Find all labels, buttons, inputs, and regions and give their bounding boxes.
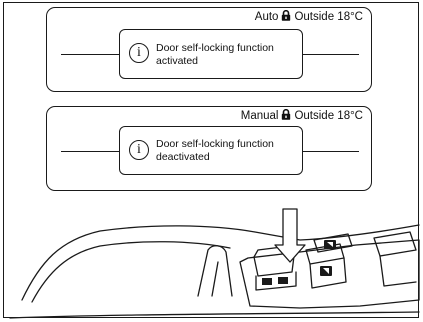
- handle-recess: [197, 245, 233, 297]
- info-icon: i: [129, 140, 149, 160]
- status-line: Auto Outside 18°C: [254, 9, 363, 24]
- central-lock-switch-icon: [262, 278, 272, 285]
- instrument-display-auto: Auto Outside 18°C i Door self-locking fu…: [46, 7, 372, 92]
- window-switch-rear: [373, 231, 417, 257]
- message-line-2: activated: [156, 54, 199, 67]
- message-box: i Door self-locking function deactivated: [119, 126, 303, 175]
- message-text: Door self-locking function activated: [156, 42, 296, 67]
- window-switch-front-left-face: [309, 257, 347, 289]
- padlock-icon: [281, 108, 291, 123]
- central-lock-switch-icon: [278, 277, 288, 284]
- display-divider-left: [61, 151, 119, 153]
- info-icon: i: [129, 43, 149, 63]
- outside-temperature: Outside 18°C: [294, 110, 363, 122]
- status-line: Manual Outside 18°C: [240, 108, 363, 123]
- switch-panel: [239, 239, 420, 309]
- armrest-outline: [21, 224, 420, 301]
- handle-inner: [211, 261, 219, 297]
- message-line-2: deactivated: [156, 150, 210, 163]
- mode-label: Manual: [240, 110, 279, 122]
- message-line-1: Door self-locking function: [156, 138, 274, 150]
- display-divider-left: [61, 54, 119, 56]
- padlock-icon: [281, 9, 291, 24]
- down-arrow-indicator: [274, 208, 306, 263]
- message-box: i Door self-locking function activated: [119, 29, 303, 79]
- outside-temperature: Outside 18°C: [294, 11, 363, 23]
- message-line-1: Door self-locking function: [156, 42, 274, 54]
- display-divider-right: [303, 54, 359, 56]
- armrest-inner-curve: [31, 241, 231, 303]
- window-switch-front-right: [313, 233, 353, 253]
- display-divider-right: [303, 151, 359, 153]
- window-switch-rear-face: [379, 255, 417, 287]
- instrument-display-manual: Manual Outside 18°C i Door self-locking …: [46, 106, 372, 191]
- mode-label: Auto: [254, 11, 279, 23]
- armrest-lower-edge: [9, 311, 420, 319]
- message-text: Door self-locking function deactivated: [156, 138, 296, 163]
- lock-switch-face: [255, 271, 297, 291]
